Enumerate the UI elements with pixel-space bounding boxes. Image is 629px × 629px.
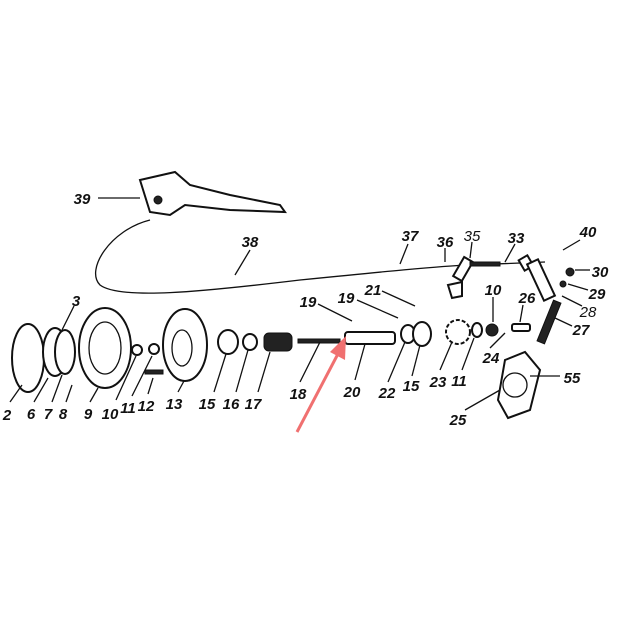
highlight-arrow bbox=[295, 336, 346, 433]
brake-lever bbox=[138, 170, 287, 217]
label-37: 37 bbox=[402, 228, 419, 245]
label-22: 22 bbox=[378, 385, 396, 402]
label-6: 6 bbox=[27, 406, 36, 423]
label-18: 18 bbox=[290, 386, 307, 403]
brake-plate bbox=[496, 350, 542, 420]
label-39: 39 bbox=[74, 191, 91, 208]
label-11-right: 11 bbox=[451, 373, 467, 390]
label-21: 21 bbox=[364, 282, 382, 299]
label-12: 12 bbox=[138, 398, 155, 415]
part-labels: 39 38 37 36 35 33 40 30 29 28 27 26 10 2… bbox=[2, 191, 609, 429]
label-36: 36 bbox=[437, 234, 454, 251]
label-13: 13 bbox=[166, 396, 183, 413]
label-9: 9 bbox=[84, 406, 93, 423]
label-10-left: 10 bbox=[102, 406, 119, 423]
label-28: 28 bbox=[579, 304, 597, 321]
cable-adjuster bbox=[446, 253, 575, 345]
label-35: 35 bbox=[464, 228, 481, 245]
label-16: 16 bbox=[223, 396, 240, 413]
label-2: 2 bbox=[2, 407, 12, 424]
label-38: 38 bbox=[242, 234, 259, 251]
label-10-right: 10 bbox=[485, 282, 502, 299]
label-15-right: 15 bbox=[403, 378, 420, 395]
label-40: 40 bbox=[579, 224, 597, 241]
leader-lines bbox=[9, 197, 590, 411]
label-19-left: 19 bbox=[300, 294, 317, 311]
label-23: 23 bbox=[429, 374, 447, 391]
label-30: 30 bbox=[592, 264, 609, 281]
label-55: 55 bbox=[564, 370, 581, 387]
label-33: 33 bbox=[508, 230, 525, 247]
label-24: 24 bbox=[482, 350, 500, 367]
shaft-assembly bbox=[344, 319, 531, 347]
label-20: 20 bbox=[343, 384, 361, 401]
label-27: 27 bbox=[572, 322, 590, 339]
label-17: 17 bbox=[245, 396, 262, 413]
label-15-left: 15 bbox=[199, 396, 216, 413]
label-8: 8 bbox=[59, 406, 68, 423]
label-25: 25 bbox=[449, 412, 467, 429]
label-7: 7 bbox=[44, 406, 53, 423]
label-29: 29 bbox=[588, 286, 606, 303]
label-26: 26 bbox=[518, 290, 536, 307]
label-19-right: 19 bbox=[338, 290, 355, 307]
label-11-left: 11 bbox=[120, 400, 136, 417]
label-3: 3 bbox=[72, 293, 81, 310]
hub-assembly bbox=[11, 307, 341, 393]
brake-cable bbox=[94, 219, 546, 294]
